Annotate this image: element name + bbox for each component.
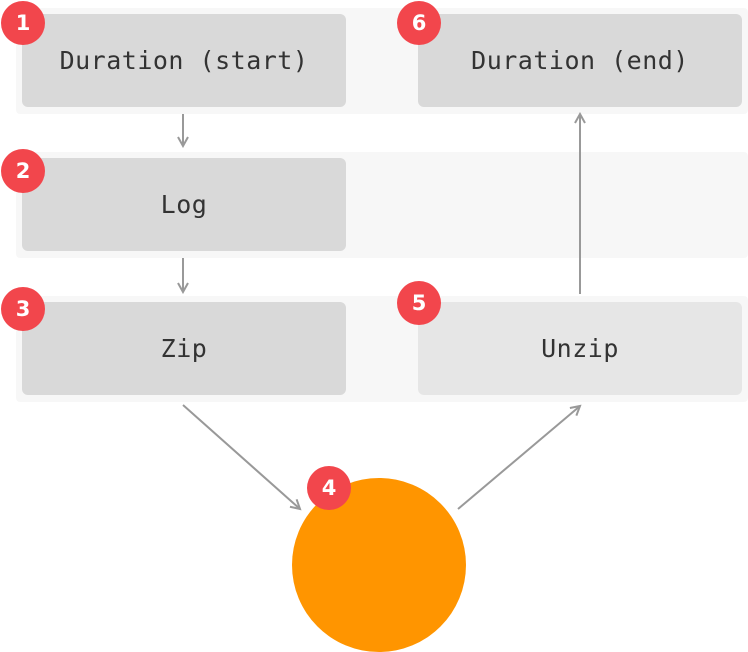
zip-label: Zip <box>160 334 208 363</box>
step-badge-6: 6 <box>397 1 441 45</box>
step-badge-1: 1 <box>1 1 45 45</box>
zip-box: Zip <box>22 302 346 395</box>
duration-end-box: Duration (end) <box>418 14 742 107</box>
step-badge-3: 3 <box>1 287 45 331</box>
step-badge-5: 5 <box>397 281 441 325</box>
log-label: Log <box>160 190 208 219</box>
duration-start-box: Duration (start) <box>22 14 346 107</box>
arrow-circle-to-unzip <box>457 406 580 510</box>
duration-end-label: Duration (end) <box>471 46 689 75</box>
step-badge-2: 2 <box>1 149 45 193</box>
log-box: Log <box>22 158 346 251</box>
step-badge-4: 4 <box>307 466 351 510</box>
transfer-circle <box>292 478 466 652</box>
duration-start-label: Duration (start) <box>59 46 309 75</box>
unzip-label: Unzip <box>541 334 619 363</box>
arrow-zip-to-circle <box>182 404 300 509</box>
unzip-box: Unzip <box>418 302 742 395</box>
